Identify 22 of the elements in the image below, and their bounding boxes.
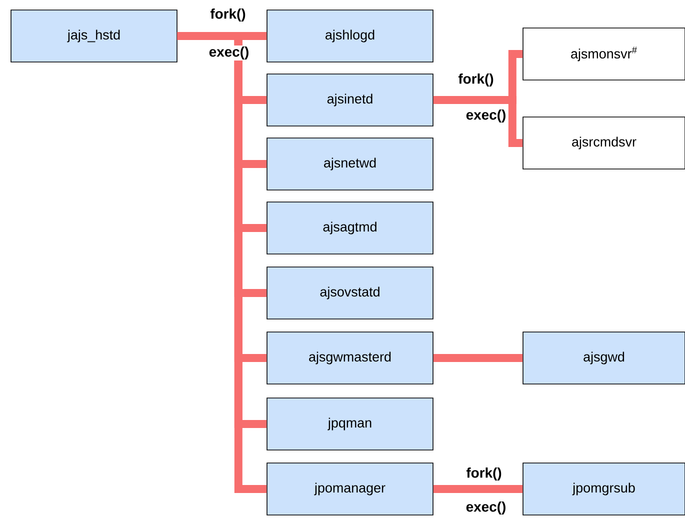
- process-box: ajsovstatd: [266, 266, 434, 320]
- process-box: jpqman: [266, 398, 434, 450]
- process-box: ajsagtmd: [266, 202, 434, 254]
- call-label: fork(): [209, 8, 247, 22]
- process-box: ajshlogd: [266, 10, 434, 62]
- call-label: fork(): [457, 72, 495, 88]
- call-label: exec(): [464, 500, 508, 516]
- process-box: jpomgrsub: [522, 462, 685, 516]
- process-box: ajsgwmasterd: [266, 332, 434, 384]
- process-box: ajsrcmdsvr: [522, 116, 685, 170]
- call-label: exec(): [464, 108, 508, 124]
- connector-line: [433, 354, 523, 362]
- process-box: ajsmonsvr$^{#}$: [522, 28, 685, 80]
- process-box: ajsnetwd: [266, 138, 434, 190]
- process-box: jpomanager: [266, 462, 434, 516]
- call-label: exec(): [208, 46, 250, 60]
- process-box: ajsgwd: [522, 332, 685, 384]
- process-box: jajs_hstd: [10, 10, 178, 62]
- process-box: ajsinetd: [266, 74, 434, 126]
- connector-line: [433, 484, 523, 493]
- connector-line: [433, 96, 523, 147]
- call-label: fork(): [465, 466, 503, 482]
